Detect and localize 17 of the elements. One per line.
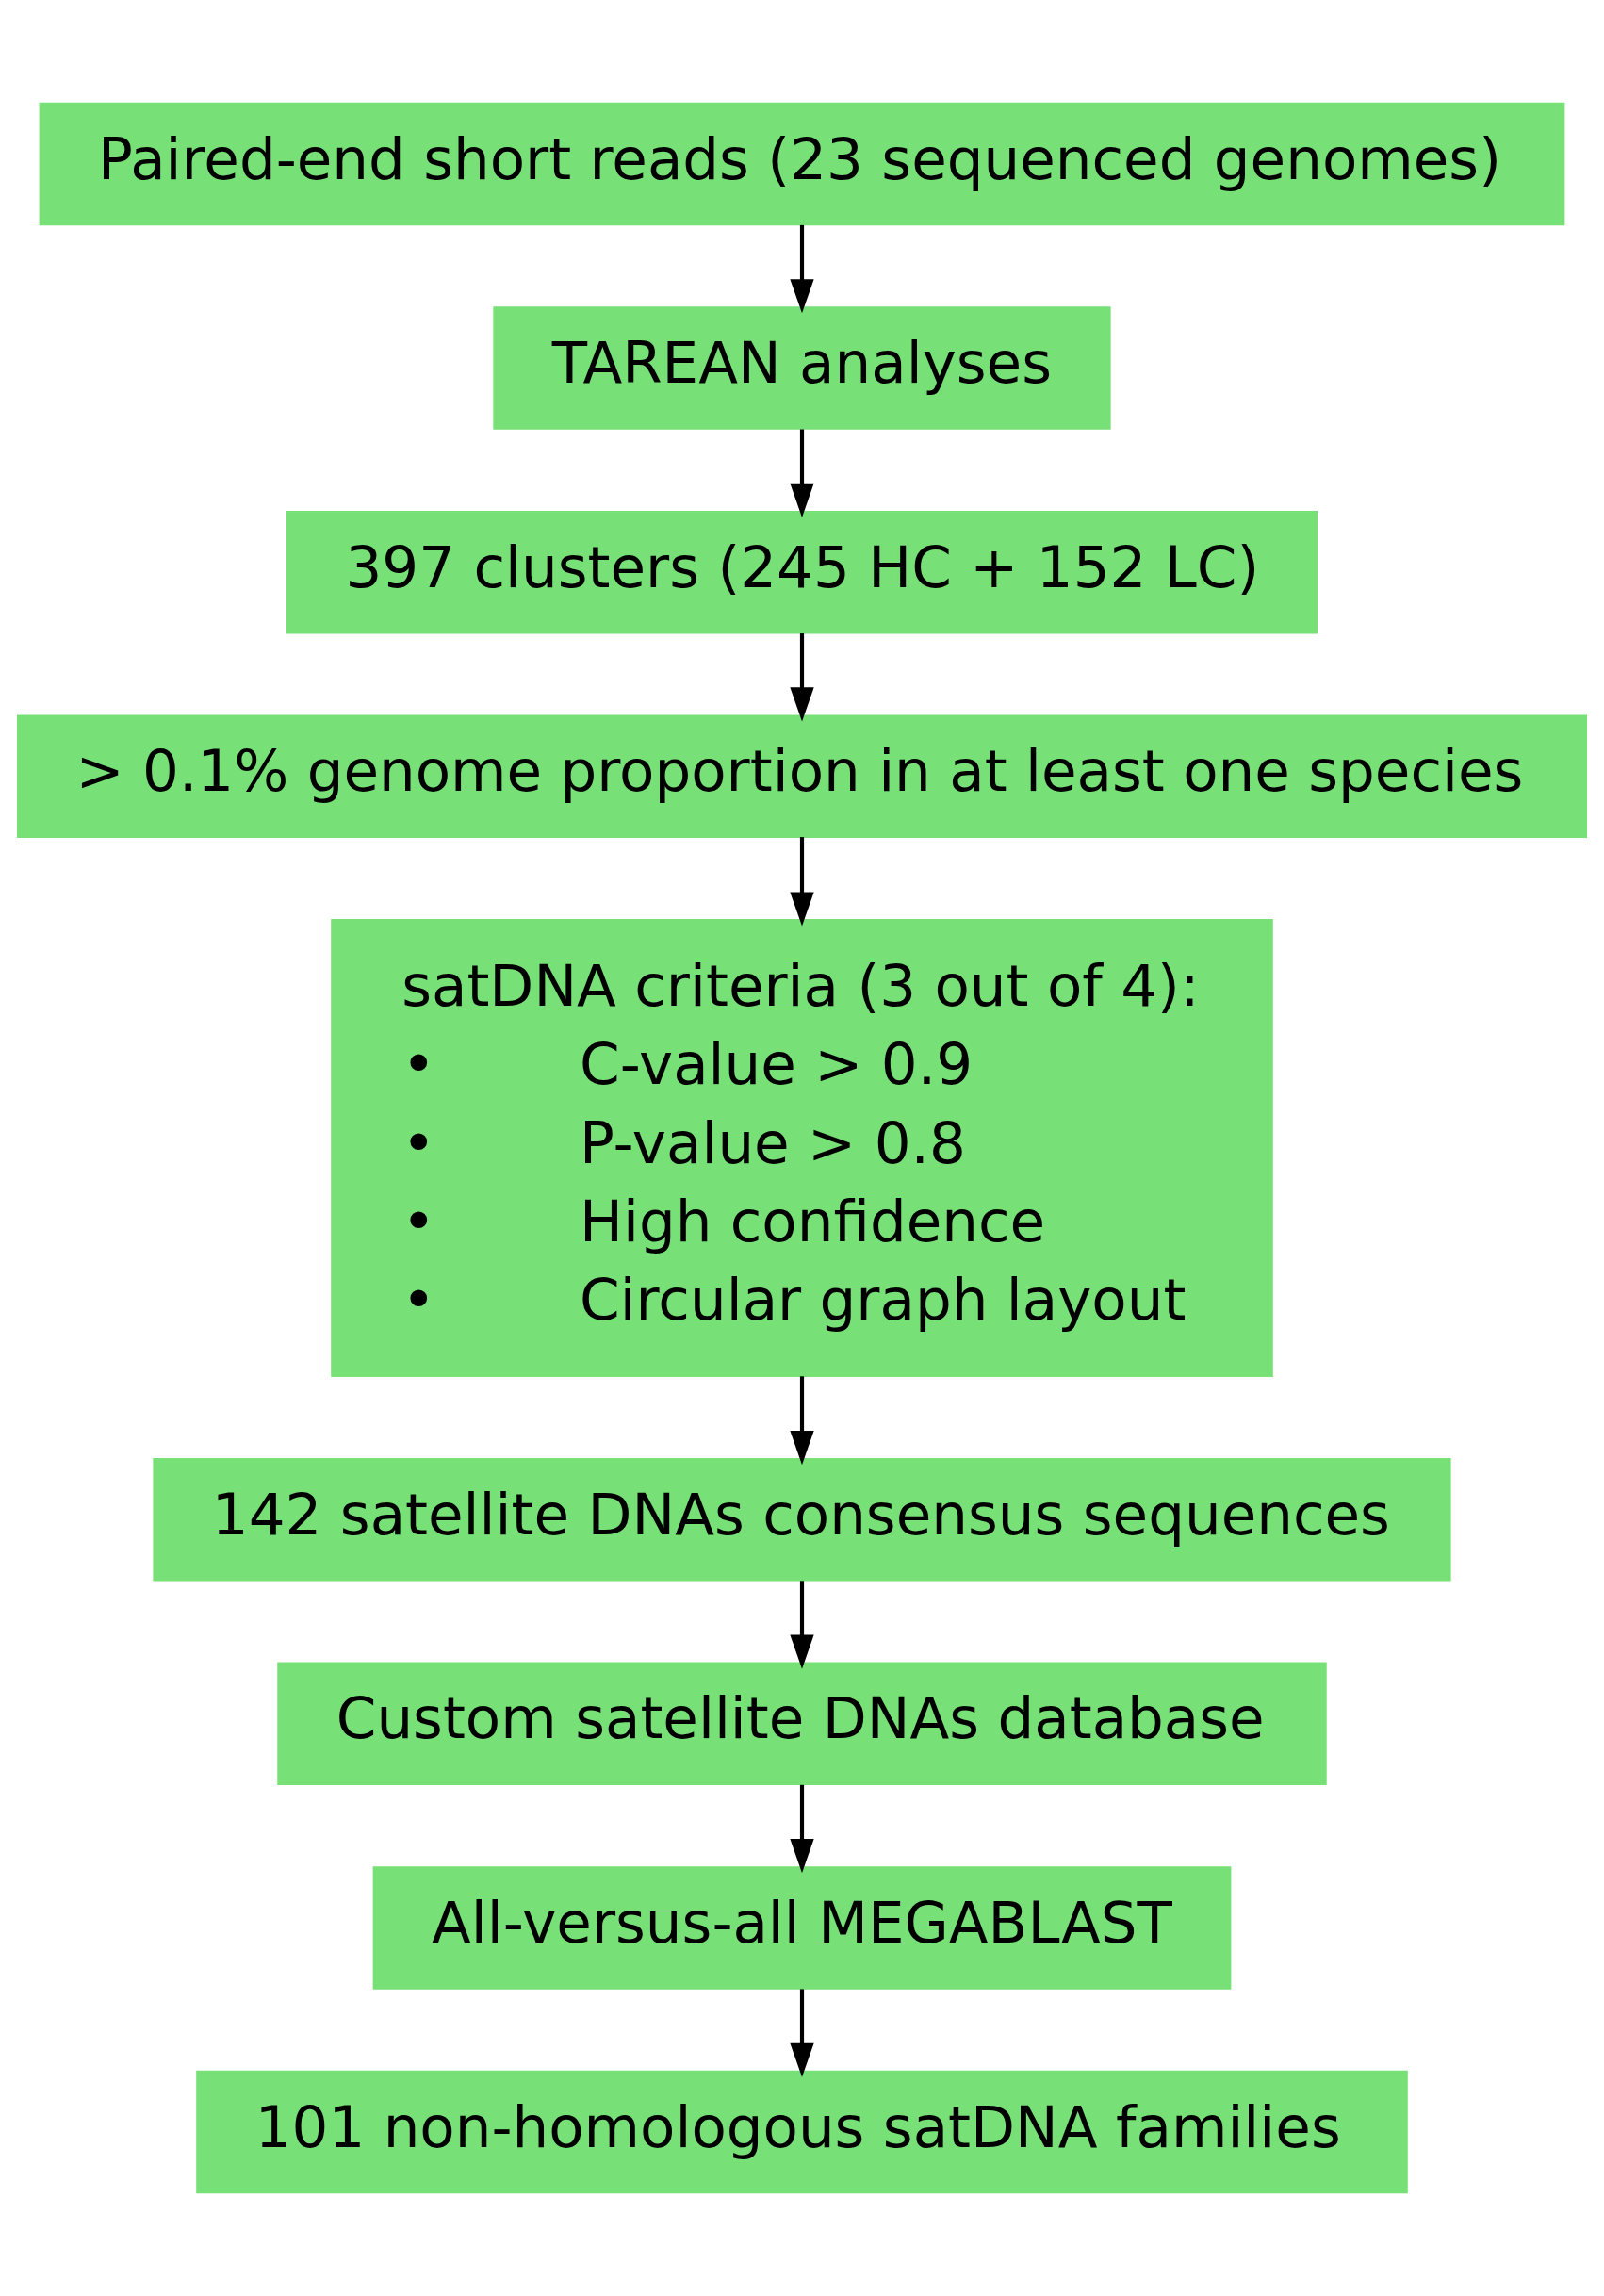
arrow (790, 1784, 814, 1874)
arrow (790, 1989, 814, 2077)
arrow (790, 1376, 814, 1466)
arrow (790, 837, 814, 927)
node-box: satDNA criteria (3 out of 4): • C-value > 0.9 • P-value > 0.8 • High confidence • Circular graph layout (331, 919, 1273, 1377)
arrow (790, 429, 814, 517)
node-box: 142 satellite DNAs consensus sequences (153, 1458, 1451, 1582)
node-box: Paired-end short reads (23 sequenced genomes) (39, 102, 1565, 226)
arrow (790, 224, 814, 314)
node-box: 397 clusters (245 HC + 152 LC) (286, 510, 1318, 634)
node-box: All-versus-all MEGABLAST (372, 1866, 1232, 1990)
node-box: > 0.1% genome proportion in at least one species (17, 714, 1587, 838)
arrow (790, 633, 814, 722)
node-box: Custom satellite DNAs database (277, 1662, 1327, 1786)
arrow (790, 1581, 814, 1669)
node-box: TAREAN analyses (493, 306, 1111, 430)
node-box: 101 non-homologous satDNA families (196, 2070, 1408, 2194)
